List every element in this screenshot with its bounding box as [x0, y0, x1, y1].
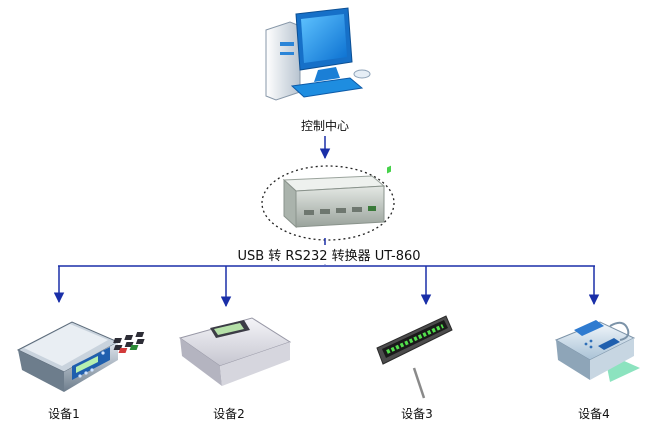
device-label-2: 设备2: [213, 407, 245, 421]
control-center-label: 控制中心: [300, 119, 350, 133]
fax-machine-icon: [554, 320, 640, 382]
converter-highlight-ellipse: [261, 165, 395, 241]
weighing-scale-icon: [16, 321, 120, 392]
converter-box-icon: [282, 175, 386, 229]
device-label-4: 设备4: [578, 407, 610, 421]
computer-icon: [265, 7, 371, 101]
keypad-terminal-icon: [113, 317, 292, 386]
device-label-1: 设备1: [48, 407, 80, 421]
led-display-sign-icon: [376, 165, 453, 399]
device-label-3: 设备3: [401, 407, 433, 421]
converter-label: USB 转 RS232 转换器 UT-860: [235, 245, 423, 264]
